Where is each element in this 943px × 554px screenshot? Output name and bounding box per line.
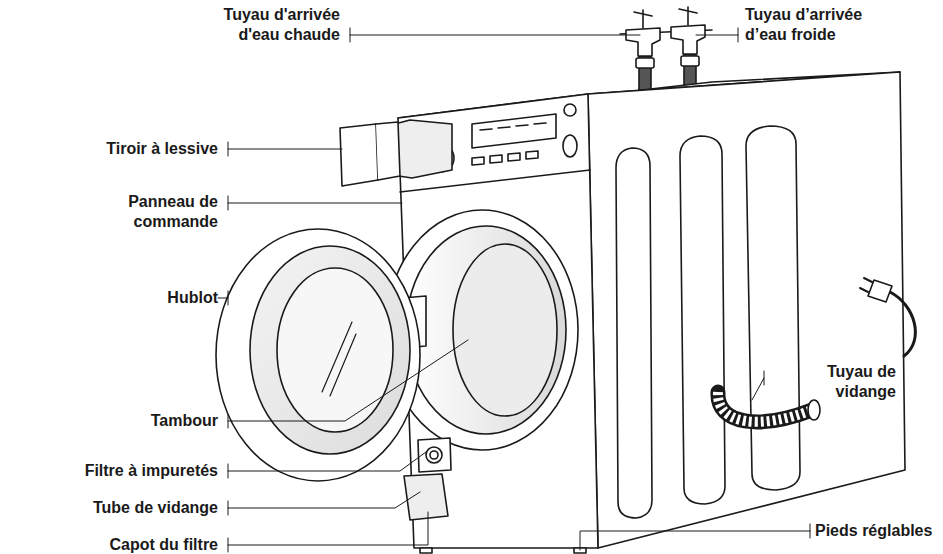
part-label: Tube de vidange (20, 498, 218, 518)
water-taps (620, 7, 712, 56)
part-label: Capot du filtre (20, 535, 218, 554)
machine-side (588, 72, 905, 548)
filter (404, 438, 451, 520)
part-label: Tambour (20, 411, 218, 431)
part-label: Panneau de commande (110, 192, 218, 232)
part-label: Tuyau d’arrivée d’eau froide (745, 5, 885, 45)
drain-hose (718, 392, 820, 422)
side-grooves (616, 126, 800, 518)
part-label: Tuyau de vidange (800, 362, 896, 402)
part-label: Hublot (20, 288, 218, 308)
open-door (216, 229, 420, 481)
part-label: Tuyau d'arrivée d'eau chaude (200, 5, 340, 45)
part-label: Filtre à impuretés (20, 461, 218, 481)
power-cord (860, 278, 915, 356)
feet (420, 548, 586, 553)
leader-lines (218, 28, 810, 552)
part-label: Pieds réglables (815, 521, 943, 541)
detergent-drawer (340, 120, 452, 186)
part-label: Tiroir à lessive (20, 139, 218, 159)
